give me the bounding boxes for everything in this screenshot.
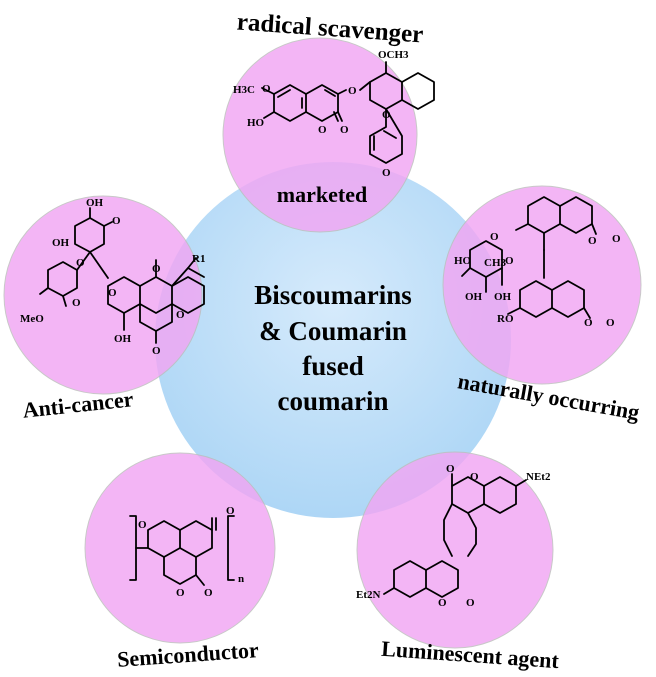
top-atom-o6: O: [382, 167, 391, 179]
right-atom-ro: RO: [497, 313, 514, 325]
left-atom-o2: O: [76, 257, 85, 269]
left-atom-o4: O: [108, 287, 117, 299]
left-atom-o5: O: [152, 263, 161, 275]
left-atom-o3: O: [72, 297, 81, 309]
bl-atom-o2: O: [226, 505, 235, 517]
center-line-2: & Coumarin: [259, 316, 407, 346]
right-atom-o2: O: [588, 235, 597, 247]
node-right-structure: [461, 196, 597, 319]
center-line-4: coumarin: [278, 386, 389, 416]
right-atom-o5: O: [584, 317, 593, 329]
center-circle: [155, 162, 511, 518]
node-bottom-left-title: Semiconductor: [116, 637, 259, 672]
center-line-1: Biscoumarins: [254, 280, 412, 310]
left-atom-oh3: OH: [114, 333, 132, 345]
left-atom-o1: O: [112, 215, 121, 227]
center-line-3: fused: [302, 351, 364, 381]
br-atom-o4: O: [466, 597, 475, 609]
br-atom-o1: O: [446, 463, 455, 475]
top-atom-h3c: H3C: [233, 84, 255, 96]
left-atom-meo: MeO: [20, 313, 44, 325]
right-atom-o3: O: [612, 233, 621, 245]
node-left-title: Anti-cancer: [21, 386, 134, 423]
left-atom-oh2: OH: [52, 237, 70, 249]
left-atom-o6: O: [176, 309, 185, 321]
top-atom-o2: O: [318, 124, 327, 136]
node-top-structure: [261, 61, 435, 164]
node-left-structure: [39, 207, 205, 344]
top-atom-o1: O: [262, 83, 271, 95]
node-top-inner-label: marketed: [277, 182, 367, 207]
right-atom-ho: HO: [454, 255, 472, 267]
bl-atom-o3: O: [176, 587, 185, 599]
left-atom-oh1: OH: [86, 197, 104, 209]
node-top-circle: [222, 37, 418, 233]
bl-atom-o4: O: [204, 587, 213, 599]
top-atom-o4: O: [348, 85, 357, 97]
br-atom-et2n: Et2N: [356, 589, 381, 601]
node-left-circle: [3, 195, 203, 395]
right-atom-o1: O: [505, 255, 514, 267]
left-atom-r1: R1: [192, 253, 205, 265]
node-bottom-right-structure: [383, 473, 527, 598]
node-bottom-left-structure: [129, 515, 235, 586]
br-atom-o3: O: [438, 597, 447, 609]
br-atom-o2: O: [470, 471, 479, 483]
node-bottom-right-title: Luminescent agent: [381, 636, 561, 673]
right-atom-oh2: OH: [494, 291, 512, 303]
right-atom-ch3: CH3: [484, 257, 507, 269]
top-atom-o3: O: [340, 124, 349, 136]
left-atom-o7: O: [152, 345, 161, 357]
top-atom-ho: HO: [247, 117, 265, 129]
right-atom-o4: O: [490, 231, 499, 243]
br-atom-net2: NEt2: [526, 471, 551, 483]
bl-atom-o1: O: [138, 519, 147, 531]
right-atom-o6: O: [606, 317, 615, 329]
top-atom-o5: O: [382, 109, 391, 121]
top-atom-och3: OCH3: [378, 49, 409, 61]
right-atom-oh1: OH: [465, 291, 483, 303]
bl-atom-n: n: [238, 573, 244, 585]
node-bottom-right-circle: [356, 451, 554, 649]
